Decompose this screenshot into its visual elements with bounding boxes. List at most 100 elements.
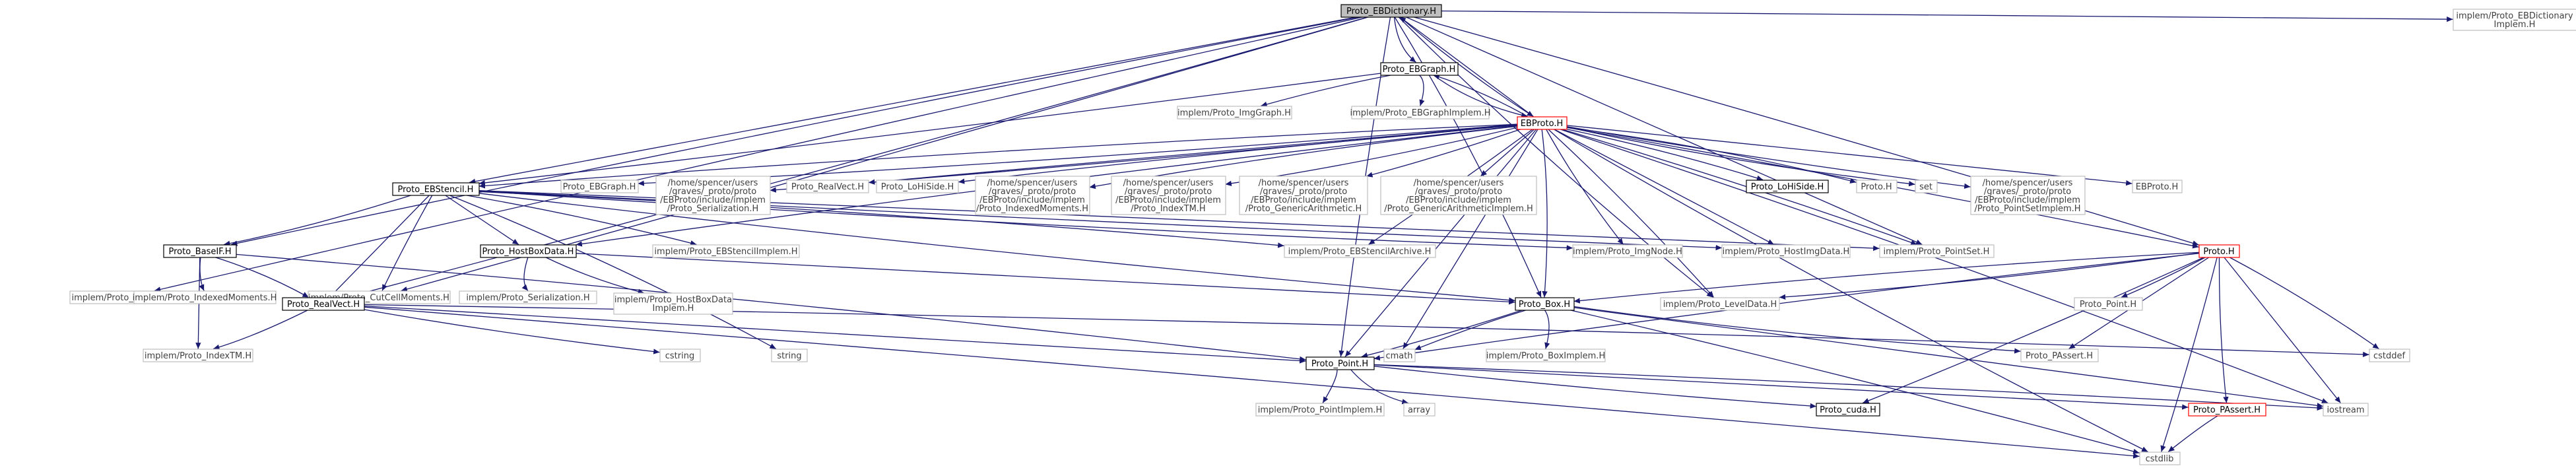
node-box	[1284, 244, 1436, 258]
node-label: cstring	[665, 351, 694, 361]
edge-ebgraph-to-implem-ebgraphimplem	[1418, 75, 1425, 106]
edge-root-to-leveldata	[1398, 17, 1713, 298]
node-indextm: implem/Proto_IndexTM.H	[143, 349, 253, 362]
node-hostboxdata[interactable]: Proto_HostBoxData.H	[480, 244, 577, 258]
node-label: /graves/_proto/proto	[1260, 187, 1347, 197]
edge-ebproto-to-iostream	[1559, 128, 2328, 404]
node-label: /graves/_proto/proto	[989, 187, 1076, 197]
node-box	[480, 244, 577, 258]
node-box	[1816, 403, 1880, 417]
node-home-genericarithimplem: /home/spencer/users/graves/_proto/proto/…	[1380, 176, 1537, 215]
node-box	[2188, 403, 2266, 417]
node-label: Proto_Box.H	[1519, 300, 1570, 310]
node-box	[1177, 106, 1292, 119]
node-label: /Proto_PointSetImplem.H	[1974, 204, 2080, 214]
node-box	[1380, 62, 1459, 76]
node-label: Proto_EBDictionary.H	[1346, 7, 1436, 17]
node-basef[interactable]: Proto_BaseIF.H	[163, 244, 237, 258]
edge-point-box-to-pointimplem	[1322, 369, 1338, 403]
edge-proto-red-to-iostream	[2224, 257, 2341, 403]
node-ebstencilarchive: implem/Proto_EBStencilArchive.H	[1284, 244, 1436, 258]
edge-root-to-ebproto	[1399, 17, 1534, 118]
node-label: /EBProto/include/implem	[660, 195, 766, 205]
node-realvect-box[interactable]: Proto_RealVect.H	[282, 297, 365, 311]
node-box	[1970, 176, 2086, 215]
node-label: /Proto_Serialization.H	[667, 204, 759, 214]
node-box	[2369, 349, 2410, 362]
edge-ebproto-to-ebproto-g	[1566, 125, 2132, 186]
edge-ebproto-to-imgnode	[1545, 129, 1624, 245]
edge-basef-to-point-box	[236, 253, 1306, 362]
node-label: Implem.H	[2494, 20, 2536, 30]
node-label: /home/spencer/users	[668, 178, 758, 188]
node-box	[2132, 180, 2183, 193]
node-passert-red[interactable]: Proto_PAssert.H	[2188, 403, 2266, 417]
node-label: EBProto.H	[1521, 119, 1564, 129]
edge-realvect-box-to-cstring	[364, 309, 660, 354]
edge-ebproto-to-cstdlib	[1553, 128, 2148, 453]
edge-box-to-cmath	[1414, 309, 1527, 351]
edge-hostboxdata-to-hostboxdataimplem	[545, 256, 645, 294]
node-lohiside-box[interactable]: Proto_LoHiSide.H	[1746, 180, 1829, 193]
edge-root-to-implem-ebdict	[1441, 10, 2453, 22]
node-root[interactable]: Proto_EBDictionary.H	[1340, 4, 1442, 18]
edge-hostboxdata-to-box	[576, 253, 1515, 305]
node-ebproto[interactable]: EBProto.H	[1517, 116, 1568, 130]
node-label: /Proto_GenericArithmetic.H	[1245, 204, 1362, 214]
node-label: /home/spencer/users	[1414, 178, 1504, 188]
edge-point-box-to-iostream	[1373, 364, 2324, 411]
node-label: Implem.H	[653, 304, 694, 314]
node-label: /EBProto/include/implem	[979, 195, 1085, 205]
edge-ebstencil-to-string	[448, 194, 777, 350]
node-box[interactable]: Proto_Box.H	[1515, 297, 1575, 311]
node-box	[560, 180, 639, 193]
node-point-box[interactable]: Proto_Point.H	[1305, 356, 1375, 370]
edge-point-box-to-cuda	[1373, 366, 1817, 409]
node-box	[771, 349, 808, 362]
node-cuda[interactable]: Proto_cuda.H	[1816, 403, 1880, 417]
edge-ebstencil-to-cutcellmoments	[381, 195, 433, 291]
node-label: /Proto_GenericArithmeticImplem.H	[1384, 204, 1533, 214]
node-home-genericarith: /home/spencer/users/graves/_proto/proto /…	[1239, 176, 1368, 215]
edge-box-to-point-box	[1361, 309, 1523, 358]
node-label: Proto.H	[2203, 247, 2234, 257]
node-box	[1486, 349, 1606, 362]
edge-ebproto-to-realvect-g	[868, 124, 1517, 185]
node-label: Proto_LoHiSide.H	[1751, 182, 1824, 192]
node-label: Proto_HostBoxData.H	[482, 247, 574, 257]
node-implem-ebgraphimplem: implem/Proto_EBGraphImplem.H	[1350, 106, 1491, 119]
node-label: /home/spencer/users	[1259, 178, 1349, 188]
node-box	[786, 180, 869, 193]
node-proto-red[interactable]: Proto.H	[2198, 244, 2240, 258]
edge-ebgraph-to-ebstencil	[479, 73, 1381, 186]
node-box	[1239, 176, 1368, 215]
node-label: implem/Proto_HostImgData.H	[1723, 247, 1850, 257]
node-label: implem/Proto_EBStencilImplem.H	[654, 247, 797, 257]
node-box	[1340, 4, 1442, 18]
node-label: array	[1408, 405, 1430, 415]
node-cstdlib: cstdlib	[2139, 452, 2181, 465]
node-serialization: implem/Proto_Serialization.H	[459, 290, 597, 304]
edge-root-to-ebgraph	[1393, 17, 1416, 63]
node-ebgraph[interactable]: Proto_EBGraph.H	[1380, 62, 1459, 76]
node-passert-g: Proto_PAssert.H	[2020, 349, 2099, 362]
edge-realvect-box-to-point-box	[364, 305, 1306, 364]
node-indexedmoments: implem/Proto_IndexedMoments.H	[133, 290, 277, 304]
node-label: Proto_PAssert.H	[2026, 351, 2093, 361]
edge-ebproto-to-point-box	[1344, 129, 1537, 357]
node-implem-imggraph: implem/Proto_ImgGraph.H	[1177, 106, 1292, 119]
node-cstring: cstring	[659, 349, 701, 362]
edge-realvect-box-to-cstdlib	[364, 306, 2140, 459]
node-label: /home/spencer/users	[1983, 178, 2073, 188]
edge-proto-red-to-cuda	[1862, 256, 2205, 404]
node-set: set	[1915, 180, 1938, 193]
node-imgnode: implem/Proto_ImgNode.H	[1572, 244, 1683, 258]
node-iostream: iostream	[2323, 403, 2369, 417]
node-label: Proto_EBStencil.H	[398, 185, 474, 195]
node-box	[1305, 356, 1375, 370]
edge-ebgraph-to-implem-imggraph	[1261, 74, 1393, 107]
node-ebstencil[interactable]: Proto_EBStencil.H	[392, 182, 480, 196]
edge-root-to-box	[1394, 17, 1542, 298]
edge-ebproto-to-root	[1399, 16, 1534, 118]
